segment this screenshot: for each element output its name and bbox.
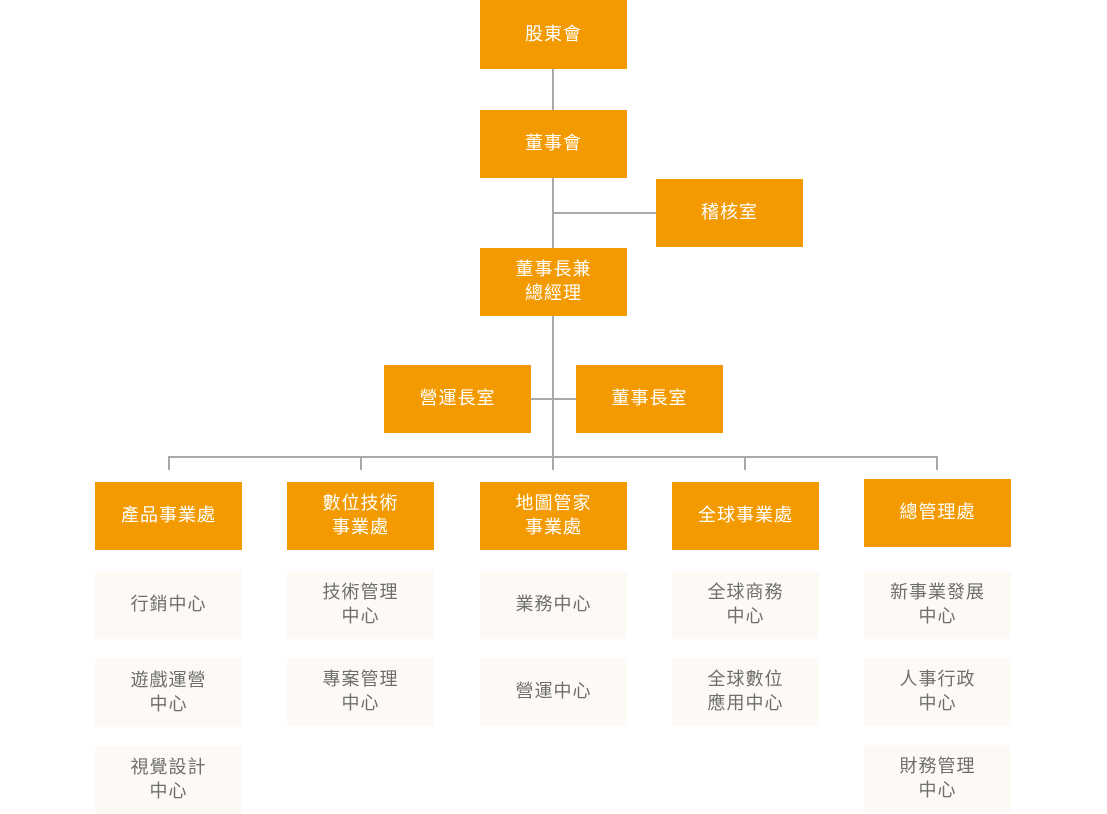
box-label-line-2: 中心 xyxy=(149,693,188,715)
box-label-line-2: 事業處 xyxy=(332,517,389,538)
box-label-line-2: 中心 xyxy=(918,606,957,627)
audit-office-box: 稽核室 xyxy=(656,179,803,247)
shareholders-meeting-box: 股東會 xyxy=(480,0,627,69)
box-label: 全球事業處 xyxy=(698,505,793,526)
division-general-management-box: 總管理處 xyxy=(864,479,1011,547)
box-label-line-1: 地圖管家 xyxy=(515,493,592,514)
box-label-line-2: 事業處 xyxy=(525,517,582,538)
box-label: 營運中心 xyxy=(515,681,592,702)
box-label-line-2: 中心 xyxy=(341,693,380,714)
box-label-line-1: 新事業發展 xyxy=(890,582,985,603)
unit-sales-box: 業務中心 xyxy=(480,571,627,639)
box-label: 董事長室 xyxy=(611,388,688,409)
unit-finance-box: 財務管理 中心 xyxy=(864,745,1011,813)
box-label-line-1: 財務管理 xyxy=(899,756,976,777)
box-label-line-2: 應用中心 xyxy=(707,693,784,714)
division-product-box: 產品事業處 xyxy=(95,482,242,550)
box-label: 董事會 xyxy=(525,133,582,154)
box-label: 產品事業處 xyxy=(121,505,216,526)
box-label: 股東會 xyxy=(525,23,582,45)
chairman-ceo-box: 董事長兼 總經理 xyxy=(480,248,627,316)
box-label-line-2: 中心 xyxy=(918,693,957,714)
box-label-line-2: 總經理 xyxy=(525,283,582,304)
division-global-box: 全球事業處 xyxy=(672,482,819,550)
unit-game-operation-box: 遊戲運營 中心 xyxy=(95,658,242,727)
box-label-line-1: 專案管理 xyxy=(322,669,399,690)
board-of-directors-box: 董事會 xyxy=(480,110,627,178)
unit-marketing-box: 行銷中心 xyxy=(95,571,242,639)
unit-tech-management-box: 技術管理 中心 xyxy=(287,571,434,639)
box-label-line-2: 中心 xyxy=(726,606,765,627)
box-label: 稽核室 xyxy=(701,202,758,223)
unit-global-commerce-box: 全球商務 中心 xyxy=(672,571,819,639)
box-label-line-1: 技術管理 xyxy=(322,582,399,603)
box-label-line-1: 董事長兼 xyxy=(515,259,592,280)
box-label: 總管理處 xyxy=(899,502,976,523)
box-label: 業務中心 xyxy=(515,594,592,615)
unit-hr-admin-box: 人事行政 中心 xyxy=(864,658,1011,726)
box-label: 行銷中心 xyxy=(130,594,207,615)
box-label-line-2: 中心 xyxy=(918,780,957,801)
box-label-line-1: 遊戲運營 xyxy=(130,669,207,691)
box-label-line-1: 數位技術 xyxy=(322,493,399,514)
division-digital-tech-box: 數位技術 事業處 xyxy=(287,482,434,550)
coo-office-box: 營運長室 xyxy=(384,365,531,433)
box-label-line-1: 全球數位 xyxy=(707,669,784,690)
unit-new-business-box: 新事業發展 中心 xyxy=(864,571,1011,639)
chairman-office-box: 董事長室 xyxy=(576,365,723,433)
box-label: 營運長室 xyxy=(419,388,496,409)
unit-global-digital-app-box: 全球數位 應用中心 xyxy=(672,658,819,726)
box-label-line-1: 全球商務 xyxy=(707,582,784,603)
unit-project-management-box: 專案管理 中心 xyxy=(287,658,434,726)
box-label-line-2: 中心 xyxy=(341,606,380,627)
division-map-butler-box: 地圖管家 事業處 xyxy=(480,482,627,550)
box-label-line-1: 視覺設計 xyxy=(130,757,207,778)
unit-visual-design-box: 視覺設計 中心 xyxy=(95,746,242,814)
box-label-line-2: 中心 xyxy=(149,781,188,802)
box-label-line-1: 人事行政 xyxy=(899,669,976,690)
unit-operations-box: 營運中心 xyxy=(480,658,627,726)
